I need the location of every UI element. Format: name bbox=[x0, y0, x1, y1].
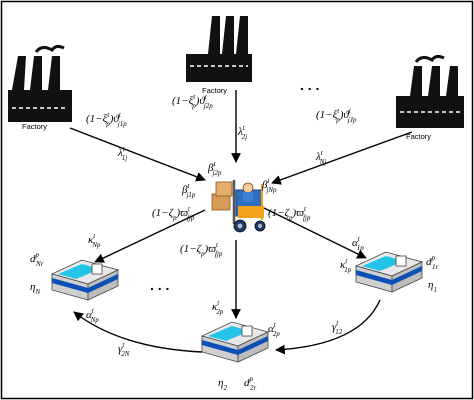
arrow-retailer-1-to-2 bbox=[275, 299, 381, 355]
factory-top-icon bbox=[186, 16, 252, 82]
arrow-hub-to-retailer-N bbox=[94, 209, 206, 263]
retailer-1-icon bbox=[354, 251, 424, 293]
label-eta-N: ηN bbox=[30, 281, 40, 296]
arrow-factory-right-to-hub bbox=[271, 131, 413, 185]
factory-top-label: Factory bbox=[202, 86, 227, 95]
arrow-retailer-2-to-N bbox=[73, 311, 203, 353]
ellipsis-bottom: . . . bbox=[150, 277, 169, 293]
label-eta-2: η2 bbox=[218, 377, 227, 392]
factory-right-icon bbox=[396, 54, 464, 128]
arrow-hub-to-retailer-1 bbox=[263, 207, 367, 259]
factory-left-label: Factory bbox=[22, 122, 47, 131]
retailer-N-icon bbox=[50, 259, 120, 301]
factory-right-label: Factory bbox=[406, 132, 431, 141]
arrow-factory-left-to-hub bbox=[69, 127, 206, 182]
forklift-icon bbox=[211, 180, 266, 233]
ellipsis-top: . . . bbox=[300, 77, 319, 93]
retailer-2-icon bbox=[200, 321, 270, 363]
label-eta-1: η1 bbox=[428, 279, 437, 294]
factory-left-icon bbox=[8, 44, 72, 122]
